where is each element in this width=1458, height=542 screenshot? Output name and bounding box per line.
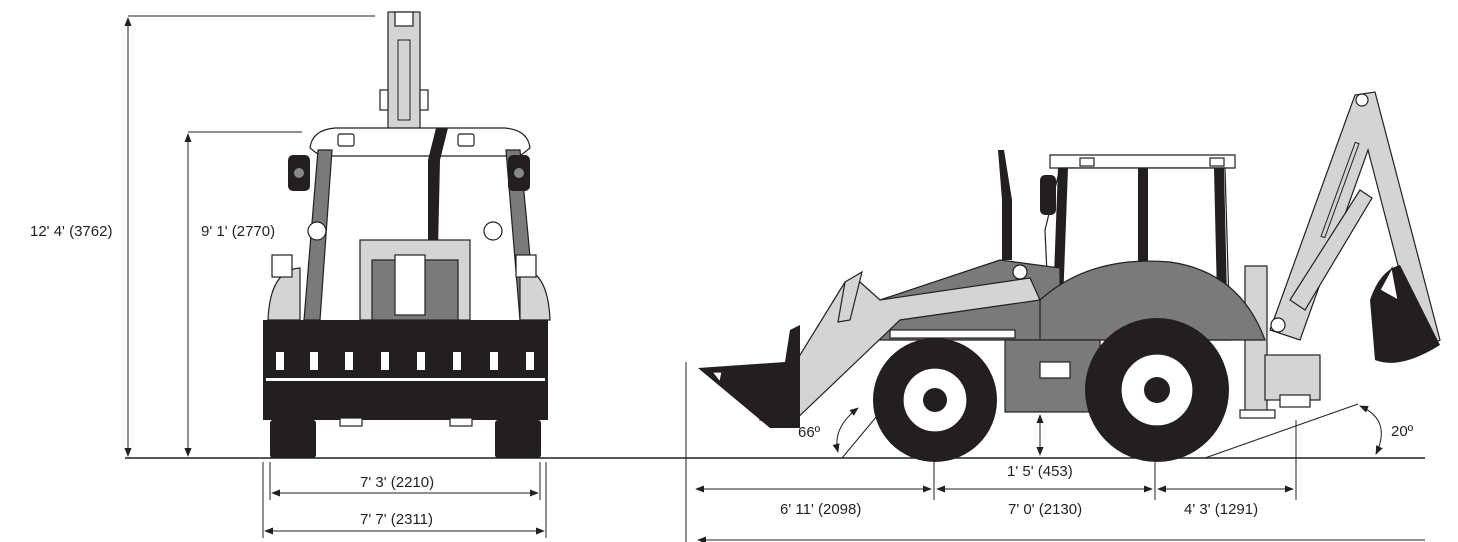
- departure-angle-label: 20º: [1391, 423, 1414, 440]
- wheelbase-label: 7' 0' (2130): [1008, 501, 1082, 518]
- bucket-to-front-axle-label: 6' 11' (2098): [780, 501, 861, 518]
- front-view-machine: [263, 11, 551, 458]
- track-width-label: 7' 3' (2210): [360, 474, 434, 491]
- ground-clearance-label: 1' 5' (453): [1007, 463, 1073, 480]
- dump-angle-arc: [832, 407, 859, 453]
- dump-angle-label: 66º: [798, 424, 821, 441]
- side-view-machine: [698, 91, 1441, 462]
- overall-width-label: 7' 7' (2311): [360, 511, 433, 528]
- departure-angle-arc: [1359, 405, 1383, 455]
- cab-height-label: 9' 1' (2770): [201, 223, 275, 240]
- overall-height-label: 12' 4' (3762): [30, 223, 112, 240]
- rear-axle-to-stabilizer-label: 4' 3' (1291): [1184, 501, 1258, 518]
